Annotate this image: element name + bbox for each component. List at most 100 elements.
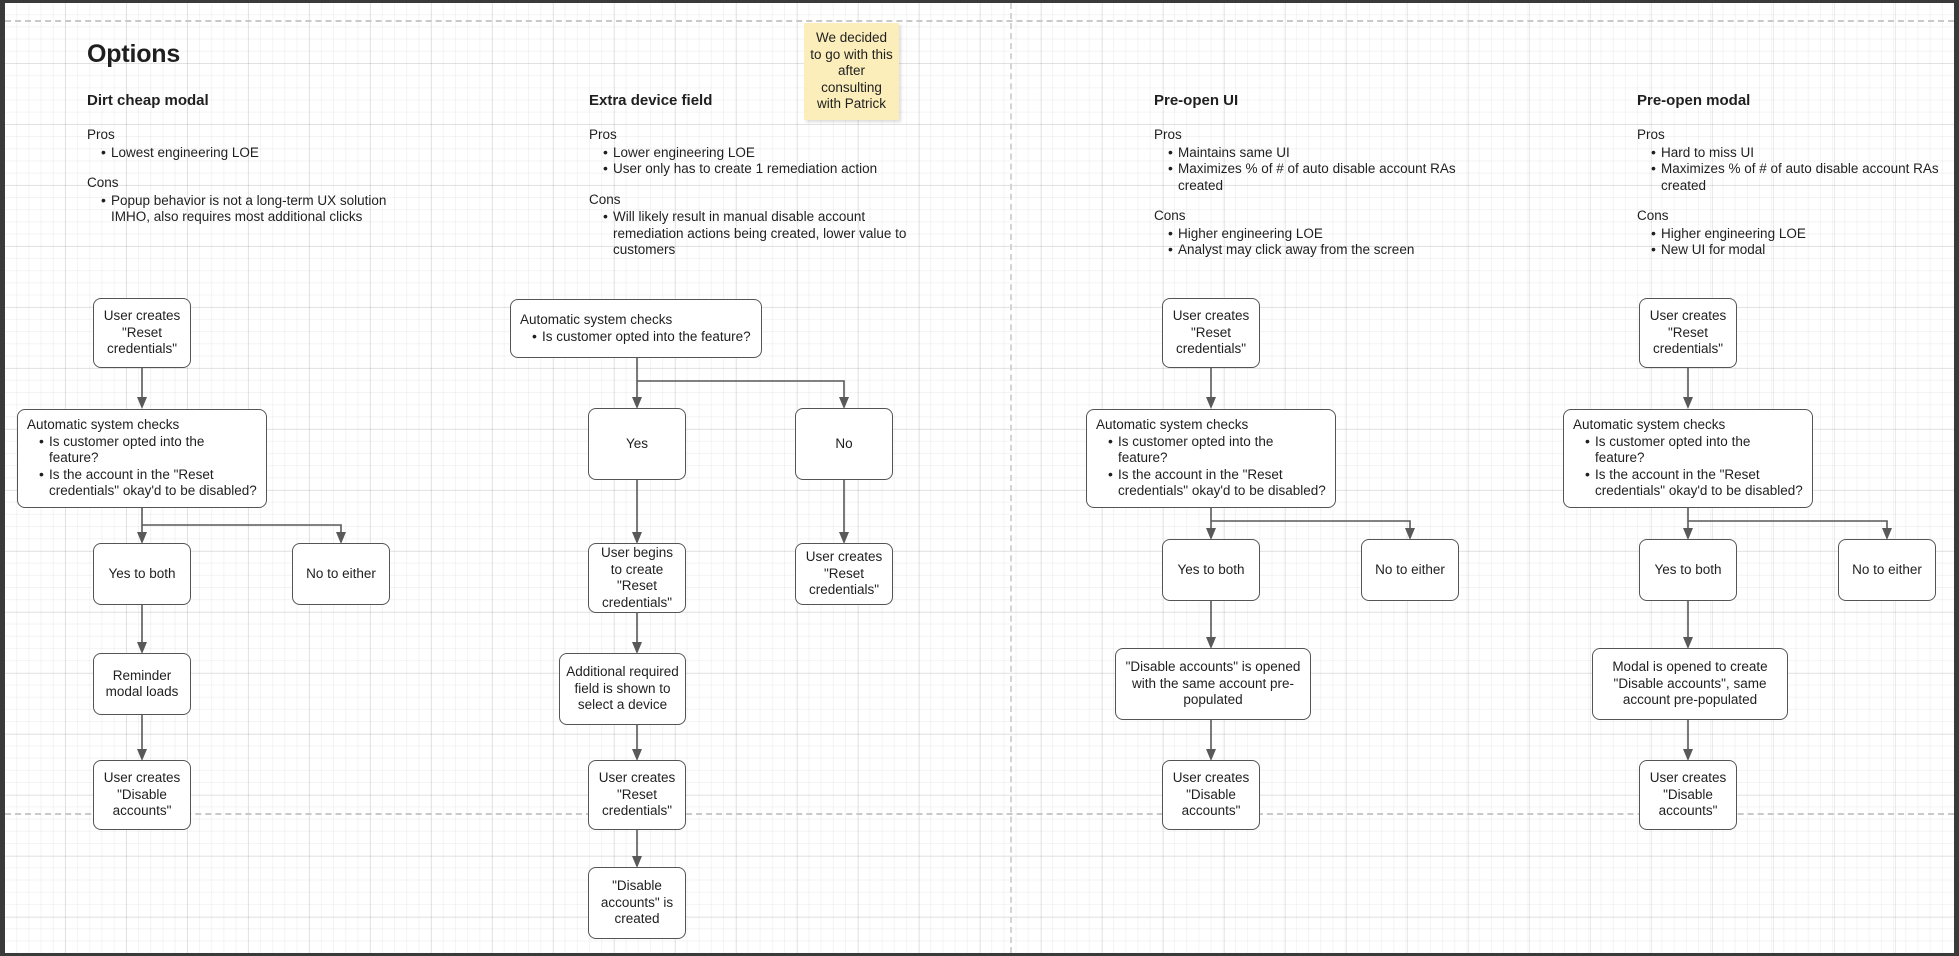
cons-label: Cons — [589, 191, 621, 207]
node-label: User creates "Reset credentials" — [805, 549, 883, 598]
column-title-pre-open-modal: Pre-open modal — [1637, 92, 1751, 109]
node-label: User creates "Reset credentials" — [1172, 308, 1250, 357]
node-c1-automatic-checks[interactable]: Automatic system checks Is customer opte… — [17, 409, 267, 508]
cons-label: Cons — [1637, 208, 1669, 223]
node-label: Reminder modal loads — [105, 667, 179, 700]
node-checks-list: Is customer opted into the feature? Is t… — [27, 433, 257, 500]
cons-list: Higher engineering LOE New UI for modal — [1637, 225, 1954, 259]
node-label: "Disable accounts" is created — [600, 878, 674, 927]
node-c2-extra-field[interactable]: Additional required field is shown to se… — [559, 653, 686, 725]
list-item: New UI for modal — [1651, 241, 1954, 259]
node-label: User creates "Disable accounts" — [1172, 770, 1250, 819]
node-c3-final[interactable]: User creates "Disable accounts" — [1162, 760, 1260, 830]
node-label: Yes to both — [108, 565, 176, 581]
node-label: Modal is opened to create "Disable accou… — [1612, 659, 1768, 708]
node-heading: Automatic system checks — [1573, 417, 1726, 433]
cons-list: Popup behavior is not a long-term UX sol… — [87, 192, 417, 226]
list-item: Is the account in the "Reset credentials… — [1585, 466, 1803, 500]
cons-label: Cons — [87, 175, 119, 190]
node-label: User creates "Reset credentials" — [103, 308, 181, 357]
pros-cons-extra-device-field: Pros Lower engineering LOE User only has… — [589, 127, 909, 273]
list-item: Maximizes % of # of auto disable account… — [1168, 160, 1474, 194]
list-item: Is customer opted into the feature? — [1108, 433, 1326, 467]
page-break-vertical — [1010, 3, 1012, 953]
node-c2-reset-created[interactable]: User creates "Reset credentials" — [588, 760, 686, 830]
node-c1-start[interactable]: User creates "Reset credentials" — [93, 298, 191, 368]
pros-list: Lowest engineering LOE — [87, 144, 417, 162]
page-title: Options — [87, 40, 181, 68]
column-title-extra-device-field: Extra device field — [589, 92, 713, 109]
list-item: Maximizes % of # of auto disable account… — [1651, 160, 1954, 194]
node-checks-list: Is customer opted into the feature? Is t… — [1573, 433, 1803, 500]
node-c1-final[interactable]: User creates "Disable accounts" — [93, 760, 191, 830]
node-label: No to either — [1375, 561, 1445, 577]
sticky-note-text: We decided to go with this after consult… — [810, 30, 893, 112]
node-heading: Automatic system checks — [27, 417, 180, 433]
node-c1-reminder-modal[interactable]: Reminder modal loads — [93, 653, 191, 715]
node-c2-final[interactable]: "Disable accounts" is created — [588, 867, 686, 939]
list-item: User only has to create 1 remediation ac… — [603, 160, 909, 178]
node-label: User creates "Reset credentials" — [1649, 308, 1727, 357]
list-item: Is customer opted into the feature? — [532, 328, 752, 346]
node-c2-no-next[interactable]: User creates "Reset credentials" — [795, 543, 893, 605]
node-c3-opened[interactable]: "Disable accounts" is opened with the sa… — [1115, 648, 1311, 720]
node-label: Additional required field is shown to se… — [566, 664, 679, 713]
list-item: Maintains same UI — [1168, 144, 1474, 162]
node-c3-no-to-either[interactable]: No to either — [1361, 539, 1459, 601]
column-title-dirt-cheap-modal: Dirt cheap modal — [87, 92, 209, 109]
node-c2-automatic-checks[interactable]: Automatic system checks Is customer opte… — [510, 299, 762, 358]
node-c4-opened[interactable]: Modal is opened to create "Disable accou… — [1592, 648, 1788, 720]
node-c3-yes-to-both[interactable]: Yes to both — [1162, 539, 1260, 601]
node-c4-no-to-either[interactable]: No to either — [1838, 539, 1936, 601]
pros-label: Pros — [87, 127, 115, 142]
node-label: "Disable accounts" is opened with the sa… — [1125, 659, 1301, 708]
sticky-note[interactable]: We decided to go with this after consult… — [804, 23, 899, 120]
list-item: Will likely result in manual disable acc… — [603, 208, 909, 259]
node-c3-automatic-checks[interactable]: Automatic system checks Is customer opte… — [1086, 409, 1336, 508]
pros-list: Lower engineering LOE User only has to c… — [589, 144, 909, 178]
cons-label: Cons — [1154, 208, 1186, 223]
node-c4-yes-to-both[interactable]: Yes to both — [1639, 539, 1737, 601]
list-item: Is the account in the "Reset credentials… — [39, 466, 257, 500]
node-c2-yes-next[interactable]: User begins to create "Reset credentials… — [588, 543, 686, 613]
cons-list: Higher engineering LOE Analyst may click… — [1154, 225, 1474, 259]
list-item: Higher engineering LOE — [1651, 225, 1954, 243]
pros-cons-pre-open-ui: Pros Maintains same UI Maximizes % of # … — [1154, 127, 1474, 273]
list-item: Analyst may click away from the screen — [1168, 241, 1474, 259]
pros-label: Pros — [589, 127, 617, 142]
node-label: Yes — [625, 435, 649, 451]
pros-list: Hard to miss UI Maximizes % of # of auto… — [1637, 144, 1954, 195]
list-item: Is customer opted into the feature? — [39, 433, 257, 467]
node-checks-list: Is customer opted into the feature? — [520, 328, 752, 346]
list-item: Popup behavior is not a long-term UX sol… — [101, 192, 417, 226]
node-label: Yes to both — [1654, 561, 1722, 577]
pros-cons-pre-open-modal: Pros Hard to miss UI Maximizes % of # of… — [1637, 127, 1954, 273]
node-label: No — [835, 435, 853, 451]
node-label: User creates "Disable accounts" — [103, 770, 181, 819]
node-c4-final[interactable]: User creates "Disable accounts" — [1639, 760, 1737, 830]
pros-list: Maintains same UI Maximizes % of # of au… — [1154, 144, 1474, 195]
node-c2-no[interactable]: No — [795, 408, 893, 480]
node-heading: Automatic system checks — [520, 312, 673, 327]
node-label: User creates "Reset credentials" — [598, 770, 676, 819]
node-c1-no-to-either[interactable]: No to either — [292, 543, 390, 605]
node-label: No to either — [1852, 561, 1922, 577]
pros-label: Pros — [1637, 127, 1665, 142]
node-label: User creates "Disable accounts" — [1649, 770, 1727, 819]
list-item: Higher engineering LOE — [1168, 225, 1474, 243]
node-label: No to either — [306, 565, 376, 581]
node-label: Yes to both — [1177, 561, 1245, 577]
node-c4-start[interactable]: User creates "Reset credentials" — [1639, 298, 1737, 368]
page-break-horizontal-top — [5, 20, 1954, 22]
cons-list: Will likely result in manual disable acc… — [589, 208, 909, 259]
node-c2-yes[interactable]: Yes — [588, 408, 686, 480]
node-checks-list: Is customer opted into the feature? Is t… — [1096, 433, 1326, 500]
list-item: Lowest engineering LOE — [101, 144, 417, 162]
column-title-pre-open-ui: Pre-open UI — [1154, 92, 1239, 109]
node-c3-start[interactable]: User creates "Reset credentials" — [1162, 298, 1260, 368]
node-c1-yes-to-both[interactable]: Yes to both — [93, 543, 191, 605]
node-heading: Automatic system checks — [1096, 417, 1249, 433]
node-c4-automatic-checks[interactable]: Automatic system checks Is customer opte… — [1563, 409, 1813, 508]
pros-cons-dirt-cheap-modal: Pros Lowest engineering LOE Cons Popup b… — [87, 127, 417, 240]
